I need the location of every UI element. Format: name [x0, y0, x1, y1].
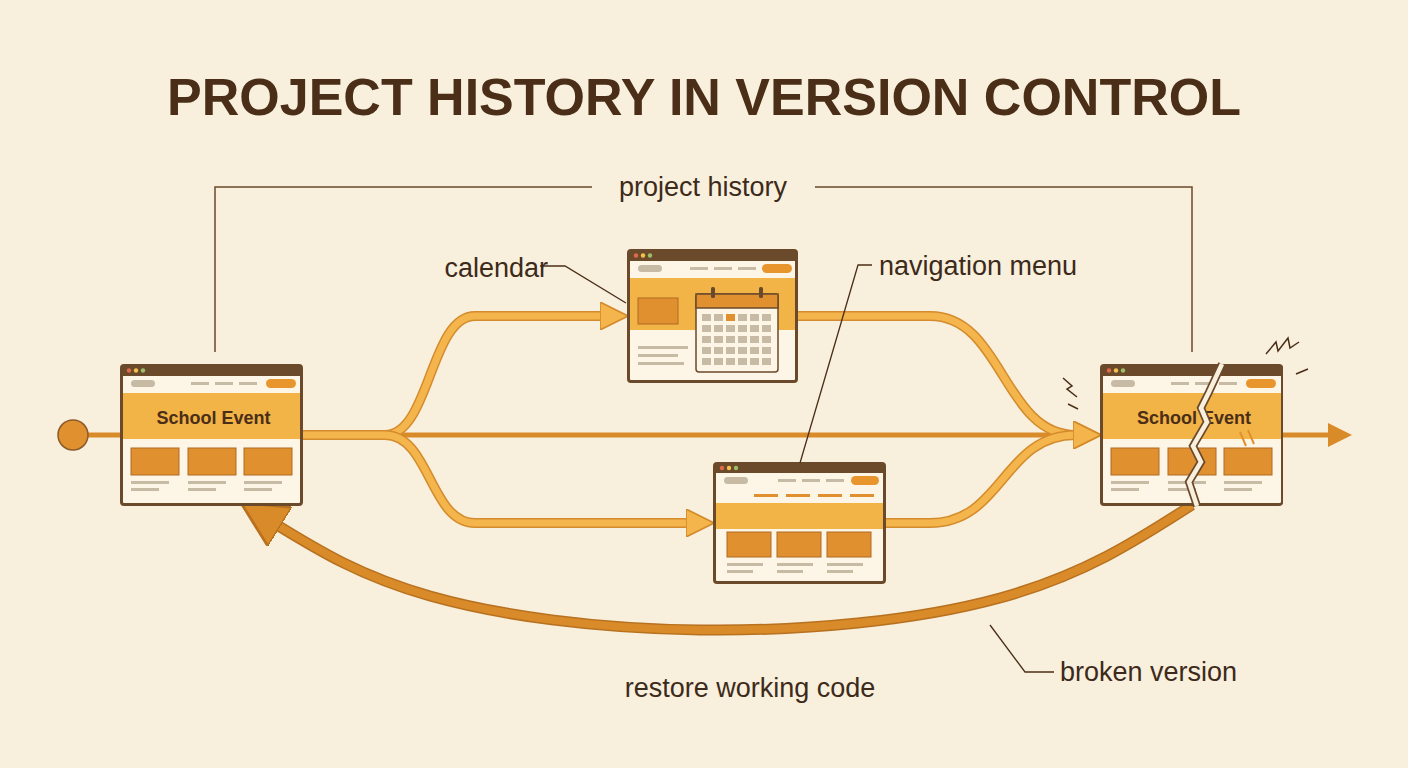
bracket-label: project history — [613, 172, 793, 202]
window-frame — [714, 463, 885, 583]
window-frame — [628, 250, 797, 382]
content-card — [727, 532, 771, 557]
history-arrow — [797, 316, 1076, 435]
history-arrow — [302, 435, 1079, 436]
calendar-row — [702, 358, 771, 365]
content-card — [638, 298, 678, 324]
calendar-ring — [759, 287, 763, 298]
text-line — [638, 362, 684, 365]
callout-label: calendar — [408, 253, 548, 283]
window-dot — [634, 253, 638, 257]
text-line — [638, 346, 688, 349]
browser-window: School Event — [121, 365, 302, 505]
button-pill — [762, 264, 792, 273]
content-card — [827, 532, 871, 557]
history-arrow — [302, 316, 603, 435]
history-line — [1283, 433, 1332, 438]
spark-mark — [1240, 430, 1254, 446]
window-dot — [727, 466, 731, 470]
menu-dash — [802, 479, 820, 482]
window-heading: School Event — [1103, 395, 1285, 441]
arrow-label: restore working code — [625, 673, 876, 703]
nav-item — [786, 494, 810, 497]
arrow-outline — [885, 435, 1076, 523]
history-arrow — [885, 435, 1076, 523]
arrow-line — [797, 316, 1076, 435]
browser-window — [1101, 365, 1282, 505]
start-point — [58, 420, 88, 450]
navigation-window: navigation menu — [714, 463, 885, 583]
menu-dash — [826, 479, 844, 482]
logo-pill — [638, 265, 662, 272]
callout-label: broken version — [1054, 657, 1243, 687]
menu-dash — [690, 267, 708, 270]
calendar-icon — [696, 294, 778, 372]
content-card — [777, 532, 821, 557]
spark-mark — [1068, 404, 1078, 409]
crack-gap — [1189, 364, 1222, 506]
window-dot — [720, 466, 724, 470]
hero-band — [715, 503, 884, 529]
arrow-line — [302, 433, 1079, 438]
calendar-row — [702, 336, 771, 343]
navigation-window — [714, 463, 885, 583]
button-pill — [851, 476, 879, 485]
window-dot — [734, 466, 738, 470]
text-line — [827, 570, 853, 573]
text-line — [638, 354, 678, 357]
logo-pill — [724, 477, 748, 484]
text-line — [727, 570, 753, 573]
browser-window — [121, 365, 302, 505]
history-arrow — [302, 435, 689, 523]
text-line — [777, 563, 813, 566]
arrow-line — [302, 316, 603, 435]
calendar-ring — [711, 287, 715, 298]
diagram-title: PROJECT HISTORY IN VERSION CONTROL — [0, 67, 1408, 127]
arrow-line — [302, 435, 689, 523]
leader-line — [540, 266, 626, 303]
text-line — [777, 570, 803, 573]
leader-line — [990, 625, 1054, 672]
calendar-cell-highlight — [726, 314, 735, 321]
calendar-row — [702, 347, 771, 354]
crack-line — [1189, 364, 1222, 506]
calendar-window — [628, 250, 797, 382]
window-dot — [648, 253, 652, 257]
nav-item — [850, 494, 874, 497]
menu-dash — [738, 267, 756, 270]
arrow-head — [1328, 423, 1352, 447]
arrow-outline — [302, 316, 603, 435]
leader-line — [800, 265, 872, 463]
nav-item — [754, 494, 778, 497]
history-bracket — [215, 187, 1192, 352]
menu-dash — [778, 479, 796, 482]
calendar-row — [702, 325, 771, 332]
callout-label: navigation menu — [879, 251, 1149, 281]
calendar-window: calendar — [628, 250, 797, 382]
calendar-row — [702, 314, 771, 321]
window-dot — [641, 253, 645, 257]
nav-item — [818, 494, 842, 497]
menu-dash — [714, 267, 732, 270]
window-heading: School Event — [123, 395, 304, 441]
arrow-outline — [302, 435, 689, 523]
text-line — [827, 563, 863, 566]
spark-mark — [1266, 338, 1299, 354]
spark-mark — [1296, 369, 1308, 374]
arrow-line — [885, 435, 1076, 523]
history-line — [86, 433, 121, 438]
text-line — [727, 563, 763, 566]
spark-mark — [1063, 378, 1077, 397]
calendar-header — [696, 294, 778, 308]
arrow-outline — [797, 316, 1076, 435]
